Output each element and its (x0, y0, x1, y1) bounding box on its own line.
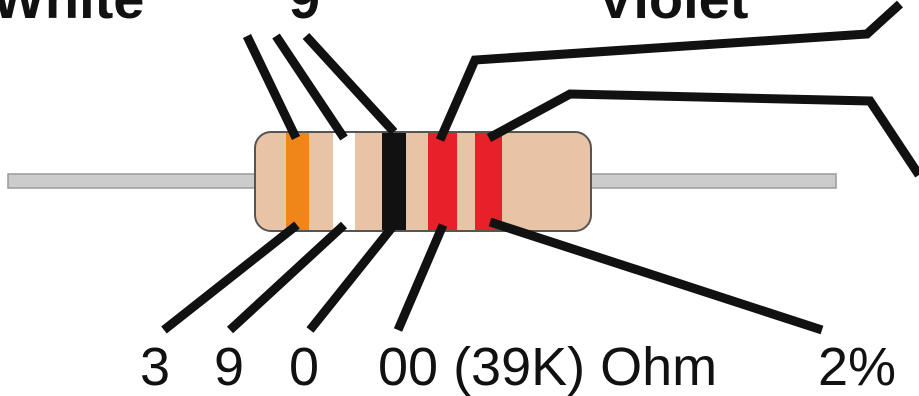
left-lead-wire (7, 173, 261, 189)
band-black (382, 133, 406, 230)
band-red-tolerance (475, 133, 502, 230)
bottom-label-digit-3: 3 (140, 337, 170, 396)
leader-line-violet (435, 0, 904, 142)
leader-line-right-upper (486, 89, 919, 178)
bottom-label-tolerance: 2% (818, 337, 896, 396)
leader-lines-top (242, 0, 919, 178)
right-lead-wire (587, 173, 837, 189)
leader-line-digit-3 (161, 221, 300, 334)
band-white (333, 133, 355, 230)
leader-line-digit-nine-b (302, 32, 398, 136)
leader-line-digit-nine-a (272, 33, 348, 141)
band-orange (286, 133, 309, 230)
leader-line-multiplier (393, 223, 448, 332)
top-label-white: White (0, 0, 144, 30)
leader-line-tolerance (488, 217, 824, 335)
band-red-multiplier (428, 133, 457, 230)
bottom-label-digit-9: 9 (214, 337, 244, 396)
bottom-label-multiplier: 00 (39K) Ohm (378, 337, 717, 396)
top-label-violet: Violet (597, 0, 748, 30)
leader-lines-bottom (161, 217, 824, 335)
top-label-nine: 9 (289, 0, 320, 30)
leader-line-digit-9 (226, 221, 348, 334)
leader-line-white-label (242, 34, 301, 140)
leader-line-digit-0 (306, 222, 398, 333)
bottom-label-digit-0: 0 (289, 337, 319, 396)
